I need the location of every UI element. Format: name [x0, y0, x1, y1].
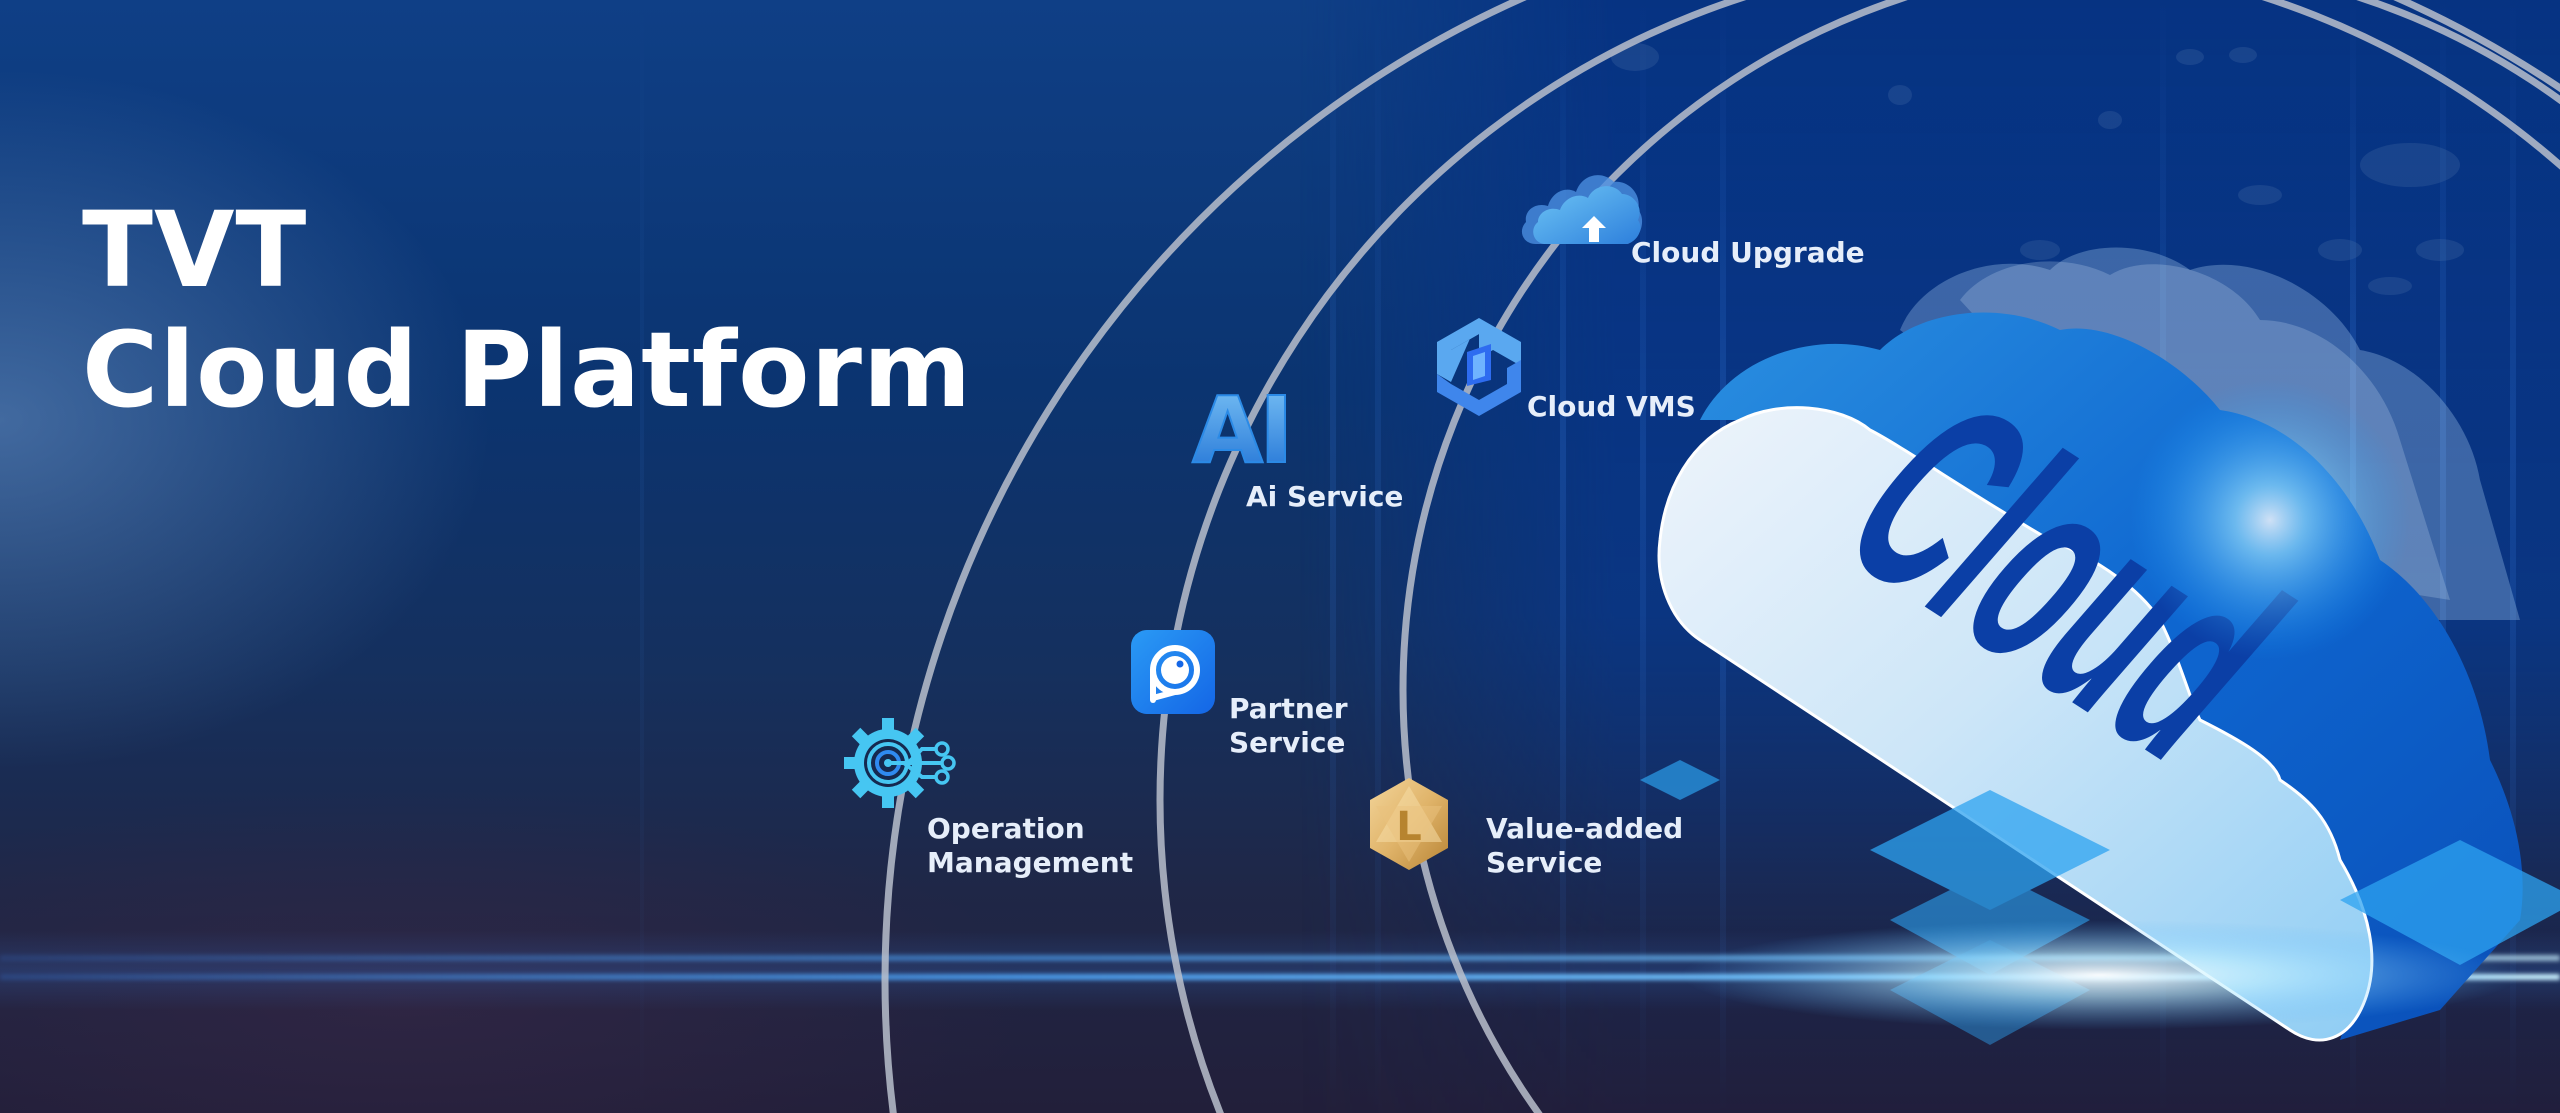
horizontal-glow-line [0, 955, 2560, 961]
light-streak [2510, 0, 2516, 1113]
service-label: Service [1229, 726, 1346, 759]
gear-circuit-icon [844, 718, 956, 808]
light-streak [1330, 0, 1336, 1113]
orbit-arc-outer [881, 0, 2560, 1113]
light-streak [1560, 0, 1566, 1113]
hexagon-vms-icon [1437, 318, 1521, 416]
ai-letters-icon: AI [1191, 382, 1294, 470]
service-label: Value-added [1486, 812, 1684, 845]
orbit-arc-middle [1156, 0, 2560, 1113]
service-label: Operation [927, 812, 1085, 845]
title-line-product: Cloud Platform [82, 309, 973, 431]
svg-text:AI: AI [1192, 382, 1289, 470]
title-line-brand: TVT [82, 189, 308, 311]
light-streak [640, 0, 644, 1113]
horizontal-glow-line [0, 974, 2560, 980]
svg-text:L: L [1396, 804, 1422, 850]
orbit-arc-inner [1399, 0, 2560, 1113]
light-streak [1375, 0, 1381, 1113]
partner-p-icon [1131, 630, 1215, 714]
lens-flare [2130, 380, 2410, 660]
cloud-base-glow [1680, 920, 2520, 1030]
service-label: Cloud VMS [1527, 390, 1696, 423]
light-streak [2440, 0, 2446, 1113]
gold-hexagon-l-icon: L [1370, 778, 1448, 870]
light-streak [1640, 0, 1646, 1113]
service-label: Service [1486, 846, 1603, 879]
service-label: Ai Service [1246, 480, 1404, 513]
cloud-upload-icon [1521, 175, 1643, 244]
cloud-front-face [1657, 406, 2374, 1042]
service-label: Management [927, 846, 1134, 879]
page-title: TVT Cloud Platform [82, 190, 972, 430]
service-label: Cloud Upgrade [1631, 236, 1865, 269]
service-label: Partner [1229, 692, 1348, 725]
